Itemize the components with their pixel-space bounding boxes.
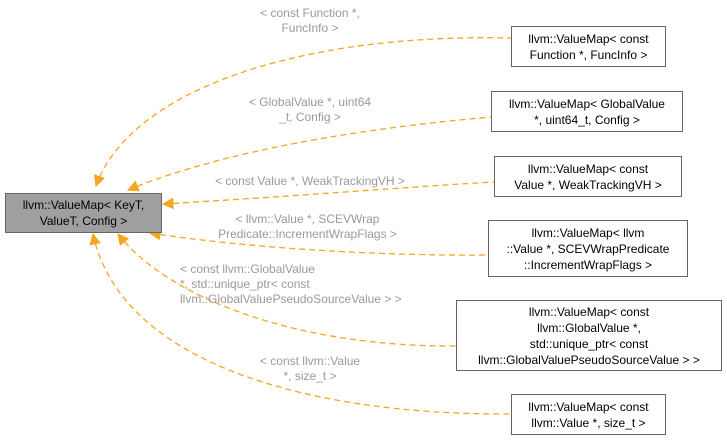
edge-label-value-scevwrap: < llvm::Value *, SCEVWrap Predicate::Inc… xyxy=(195,212,420,242)
node-line: llvm::ValueMap< const xyxy=(528,399,649,414)
node-valuemap-globalvalue-uint64[interactable]: llvm::ValueMap< GlobalValue *, uint64_t,… xyxy=(491,91,683,132)
edge-label-function-funcinfo: < const Function *, FuncInfo > xyxy=(230,6,390,36)
edge-label-line: < const llvm::GlobalValue xyxy=(180,262,315,276)
node-line: llvm::ValueMap< llvm xyxy=(531,225,645,240)
edge-label-value-weaktrackingvh: < const Value *, WeakTrackingVH > xyxy=(190,174,430,189)
node-line: llvm::Value *, size_t > xyxy=(531,415,646,430)
edge-label-line: *, std::unique_ptr< const xyxy=(180,277,310,291)
edge-label-line: < const Function *, xyxy=(260,6,360,20)
edge-label-line: < GlobalValue *, uint64 xyxy=(248,95,372,109)
node-valuemap-value-weaktrackingvh[interactable]: llvm::ValueMap< const Value *, WeakTrack… xyxy=(494,156,682,197)
node-line: ::IncrementWrapFlags > xyxy=(523,257,653,272)
node-valuemap-globalvalue-pseudosource[interactable]: llvm::ValueMap< const llvm::GlobalValue … xyxy=(456,300,722,371)
edge-label-line: < const Value *, WeakTrackingVH > xyxy=(215,174,405,188)
node-valuemap-value-size-t[interactable]: llvm::ValueMap< const llvm::Value *, siz… xyxy=(511,394,666,435)
edge-label-line: FuncInfo > xyxy=(281,21,339,35)
node-line: *, uint64_t, Config > xyxy=(534,112,640,127)
edge-value-size-t xyxy=(89,232,512,415)
edge-function-funcinfo xyxy=(94,37,512,188)
edge-label-line: llvm::GlobalValuePseudoSourceValue > > xyxy=(180,292,402,306)
edge-label-line: _t, Config > xyxy=(279,110,341,124)
node-valuemap-value-scevwrap[interactable]: llvm::ValueMap< llvm ::Value *, SCEVWrap… xyxy=(488,220,688,277)
node-line: Value *, WeakTrackingVH > xyxy=(514,177,662,192)
edge-label-line: < llvm::Value *, SCEVWrap xyxy=(235,212,380,226)
node-line: Function *, FuncInfo > xyxy=(529,47,648,62)
root-node-line-2: ValueT, Config > xyxy=(39,214,128,228)
node-line: llvm::GlobalValue *, xyxy=(537,320,641,335)
root-node-valuemap[interactable]: llvm::ValueMap< KeyT, ValueT, Config > xyxy=(5,193,162,233)
edge-globalvalue-pseudosource xyxy=(117,233,457,347)
node-line: ::Value *, SCEVWrapPredicate xyxy=(506,241,670,256)
node-line: llvm::GlobalValuePseudoSourceValue > > xyxy=(478,352,700,367)
node-line: std::unique_ptr< const xyxy=(529,336,649,351)
root-node-line-1: llvm::ValueMap< KeyT, xyxy=(22,198,145,212)
node-line: llvm::ValueMap< const xyxy=(528,31,649,46)
edge-value-scevwrap xyxy=(148,228,489,256)
node-line: llvm::ValueMap< GlobalValue xyxy=(509,96,665,111)
node-line: llvm::ValueMap< const xyxy=(528,304,650,319)
edge-label-globalvalue-uint64: < GlobalValue *, uint64 _t, Config > xyxy=(220,95,400,125)
node-line: llvm::ValueMap< const xyxy=(527,161,649,176)
edge-label-value-size-t: < const llvm::Value *, size_t > xyxy=(230,354,390,384)
edge-value-weaktrackingvh xyxy=(161,181,495,210)
edge-label-line: *, size_t > xyxy=(283,369,337,383)
edge-label-globalvalue-pseudosource: < const llvm::GlobalValue *, std::unique… xyxy=(180,262,440,307)
edge-globalvalue-uint64 xyxy=(126,116,492,192)
edge-label-line: < const llvm::Value xyxy=(259,354,361,368)
node-valuemap-function-funcinfo[interactable]: llvm::ValueMap< const Function *, FuncIn… xyxy=(511,26,666,67)
edge-label-line: Predicate::IncrementWrapFlags > xyxy=(218,227,397,241)
